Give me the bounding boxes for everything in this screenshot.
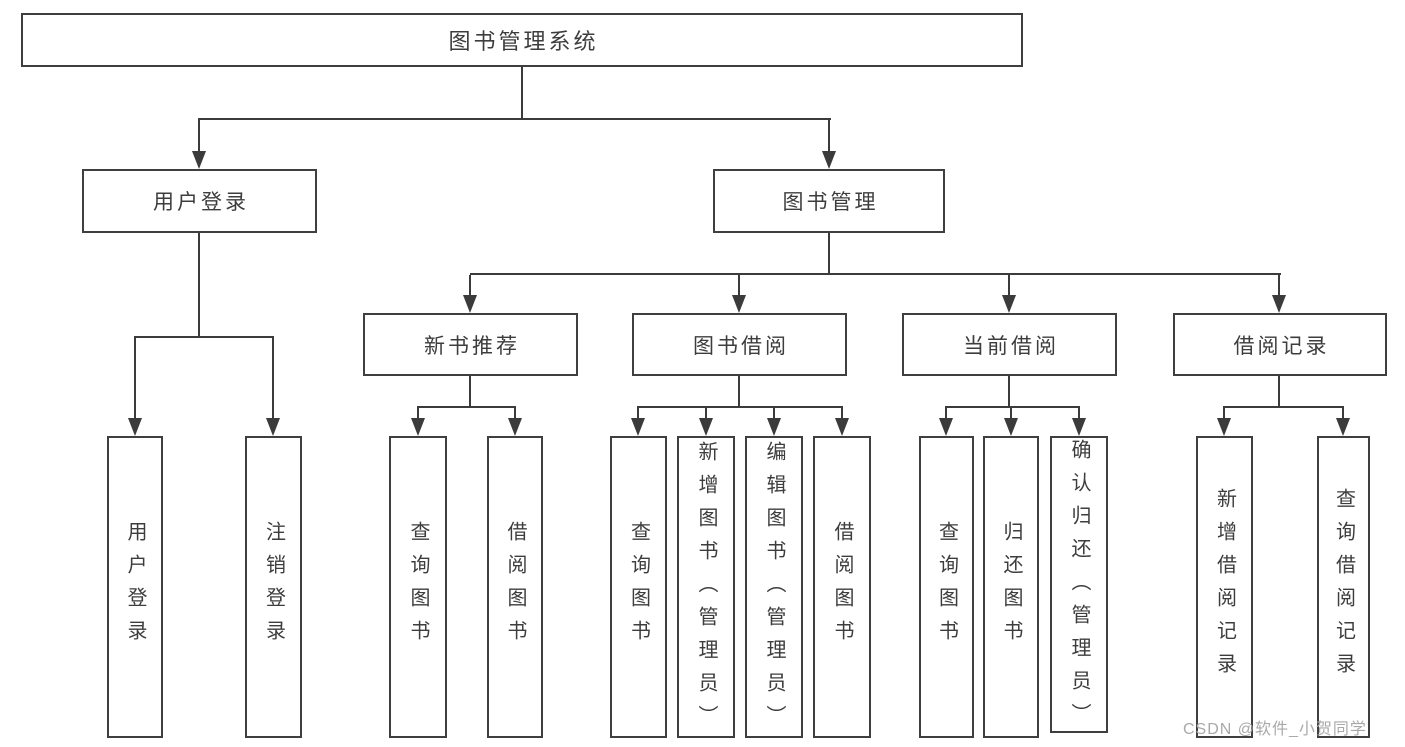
leaf-current-confirm-return-admin: 确认归还（管理员） [1050, 436, 1108, 736]
connector-line [1078, 408, 1080, 420]
connector-line [198, 118, 831, 120]
arrowhead-down [822, 151, 836, 169]
connector-line [514, 408, 516, 420]
connector-line [1008, 376, 1010, 408]
node-label: 确认归还（管理员） [1068, 438, 1090, 736]
connector-line [134, 336, 274, 338]
node-book-management: 图书管理 [713, 169, 945, 233]
leaf-user-login: 用户登录 [107, 436, 163, 738]
arrowhead-down [128, 418, 142, 436]
connector-line [1223, 408, 1225, 420]
connector-line [945, 406, 1080, 408]
node-label: 归还图书 [1000, 521, 1022, 653]
arrowhead-down [463, 295, 477, 313]
connector-line [828, 233, 830, 275]
leaf-records-query-borrow-record: 查询借阅记录 [1317, 436, 1370, 738]
arrowhead-down [939, 418, 953, 436]
connector-line [1342, 408, 1344, 420]
node-label: 新增图书（管理员） [695, 441, 717, 738]
connector-line [198, 120, 200, 152]
node-label: 查询图书 [935, 521, 958, 653]
connector-line [1223, 406, 1344, 408]
node-user-login: 用户登录 [82, 169, 317, 233]
node-new-book-recommendation: 新书推荐 [363, 313, 578, 376]
arrowhead-down [1336, 418, 1350, 436]
node-label: 用户登录 [124, 521, 146, 653]
connector-line [773, 408, 775, 420]
arrowhead-down [767, 418, 781, 436]
node-label: 新增借阅记录 [1213, 488, 1236, 686]
connector-line [272, 338, 274, 420]
connector-line [1008, 275, 1010, 297]
arrowhead-down [411, 418, 425, 436]
arrowhead-down [508, 418, 522, 436]
node-library-management-system: 图书管理系统 [21, 13, 1023, 67]
node-label: 查询图书 [407, 521, 429, 653]
connector-line [1010, 408, 1012, 420]
connector-line [521, 67, 523, 118]
leaf-logout: 注销登录 [245, 436, 302, 738]
arrowhead-down [192, 151, 206, 169]
arrowhead-down [732, 295, 746, 313]
connector-line [637, 408, 639, 420]
connector-line [417, 406, 516, 408]
leaf-borrowing-query-books: 查询图书 [610, 436, 667, 738]
node-label: 借阅图书 [831, 521, 853, 653]
connector-line [470, 273, 1281, 275]
connector-line [1278, 275, 1280, 297]
leaf-recommend-borrow-books: 借阅图书 [487, 436, 543, 738]
node-borrowing-records: 借阅记录 [1173, 313, 1387, 376]
leaf-records-add-borrow-record: 新增借阅记录 [1196, 436, 1253, 738]
csdn-watermark: CSDN @软件_小贺同学 [1183, 721, 1367, 738]
connector-line [841, 408, 843, 420]
leaf-borrowing-add-books-admin: 新增图书（管理员） [677, 436, 735, 738]
leaf-current-return-books: 归还图书 [983, 436, 1039, 738]
connector-line [828, 120, 830, 152]
connector-line [417, 408, 419, 420]
connector-line [1278, 376, 1280, 408]
node-label: 借阅图书 [504, 521, 526, 653]
leaf-borrowing-borrow-books: 借阅图书 [813, 436, 871, 738]
arrowhead-down [1002, 295, 1016, 313]
arrowhead-down [1072, 418, 1086, 436]
leaf-current-query-books: 查询图书 [919, 436, 974, 738]
arrowhead-down [1272, 295, 1286, 313]
connector-line [637, 406, 843, 408]
connector-line [198, 233, 200, 338]
arrowhead-down [835, 418, 849, 436]
connector-line [738, 275, 740, 297]
arrowhead-down [1004, 418, 1018, 436]
node-label: 查询图书 [627, 521, 650, 653]
arrowhead-down [1217, 418, 1231, 436]
connector-line [945, 408, 947, 420]
connector-line [469, 275, 471, 297]
node-book-borrowing: 图书借阅 [632, 313, 847, 376]
leaf-recommend-query-books: 查询图书 [389, 436, 447, 738]
node-label: 编辑图书（管理员） [763, 441, 785, 738]
node-label: 注销登录 [262, 521, 285, 653]
connector-line [738, 376, 740, 408]
connector-line [469, 376, 471, 408]
connector-line [134, 338, 136, 420]
node-current-borrowing: 当前借阅 [902, 313, 1117, 376]
node-label: 查询借阅记录 [1332, 488, 1355, 686]
connector-line [705, 408, 707, 420]
leaf-borrowing-edit-books-admin: 编辑图书（管理员） [745, 436, 803, 738]
arrowhead-down [266, 418, 280, 436]
arrowhead-down [699, 418, 713, 436]
arrowhead-down [631, 418, 645, 436]
